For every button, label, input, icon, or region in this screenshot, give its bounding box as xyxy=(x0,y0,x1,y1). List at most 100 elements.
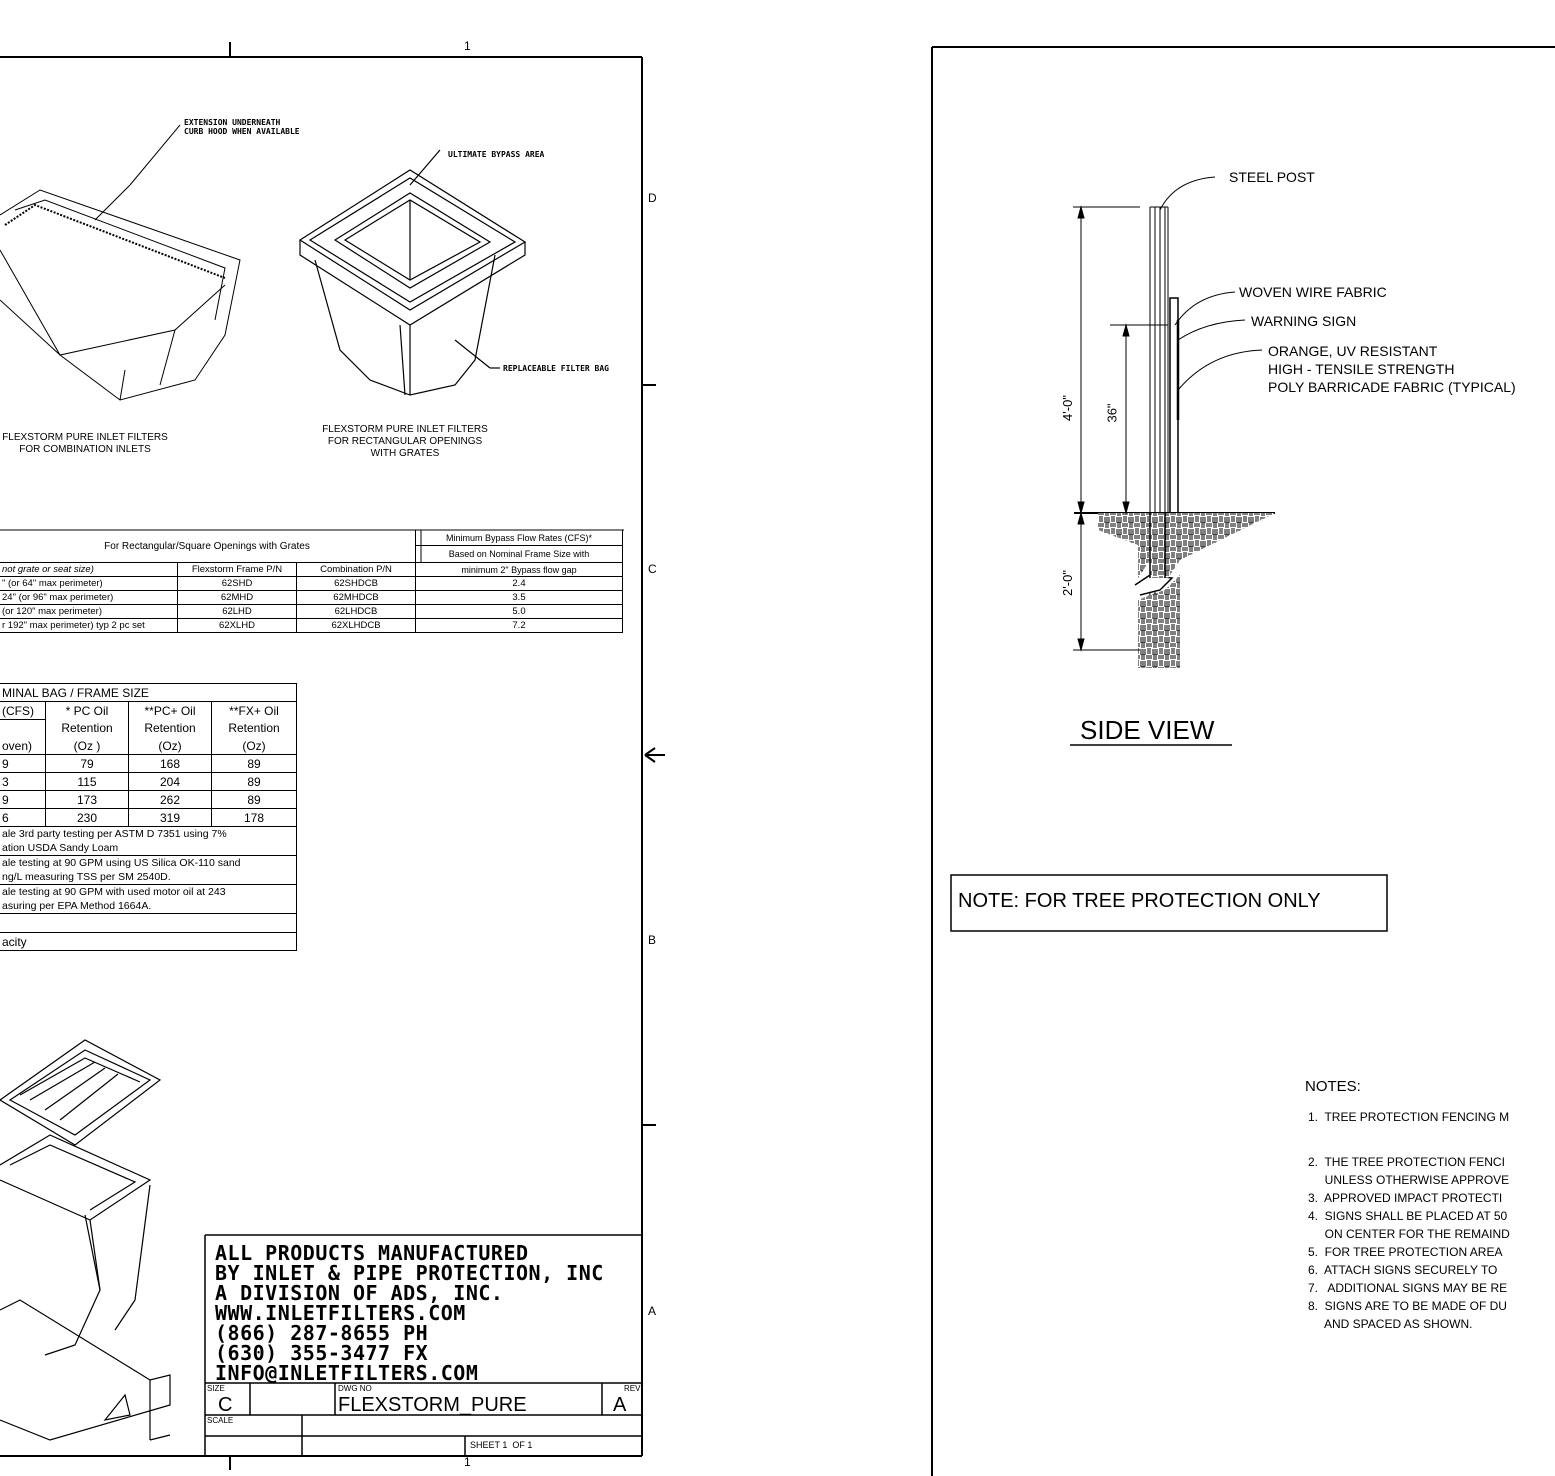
title-line-3: A DIVISION OF ADS, INC. xyxy=(215,1281,504,1305)
table-cell: (or 120" max perimeter) xyxy=(0,604,178,619)
table-cell: 5.0 xyxy=(415,604,623,619)
title-line-4: WWW.INLETFILTERS.COM xyxy=(215,1301,466,1325)
table-cell: 62LHD xyxy=(177,604,297,619)
title-block-text: ALL PRODUCTS MANUFACTURED BY INLET & PIP… xyxy=(215,1243,604,1383)
title-line-5: (866) 287-8655 PH xyxy=(215,1321,429,1345)
note-2: 2. THE TREE PROTECTION FENCI xyxy=(1308,1155,1505,1169)
dim-fabric-height: 36" xyxy=(1104,403,1120,423)
title-line-7: INFO@INLETFILTERS.COM xyxy=(215,1361,479,1385)
dwg-label: DWG NO xyxy=(338,1384,372,1393)
table2-h2-2: Retention xyxy=(128,719,212,737)
dwg-value: FLEXSTORM_PURE xyxy=(338,1394,527,1416)
table2-h2-0 xyxy=(0,719,46,737)
table-cell: 262 xyxy=(128,790,212,809)
caption-rectangular: FLEXSTORM PURE INLET FILTERS FOR RECTANG… xyxy=(322,424,488,459)
note-box: NOTE: FOR TREE PROTECTION ONLY xyxy=(958,890,1321,912)
title-line-6: (630) 355-3477 FX xyxy=(215,1341,429,1365)
note-4: 4. SIGNS SHALL BE PLACED AT 50 xyxy=(1308,1209,1508,1223)
zone-letter-c: C xyxy=(648,562,657,576)
table2-h1-3: **FX+ Oil xyxy=(211,701,297,720)
dim-height: 4'-0" xyxy=(1059,395,1075,421)
table2-note-8: acity xyxy=(0,932,297,951)
table-row: 24" (or 96" max perimeter) 62MHD 62MHDCB… xyxy=(0,590,623,605)
table1-bypass-header-2: Based on Nominal Frame Size with xyxy=(415,545,623,563)
zone-letter-d: D xyxy=(648,191,657,205)
label-poly-fabric: ORANGE, UV RESISTANT HIGH - TENSILE STRE… xyxy=(1268,343,1516,395)
note-8: 8. SIGNS ARE TO BE MADE OF DU xyxy=(1308,1299,1507,1313)
table-row: 9 79 168 89 xyxy=(0,754,297,773)
table-cell: 62MHDCB xyxy=(296,590,416,605)
table2-h3-0: oven) xyxy=(0,737,46,755)
size-value: C xyxy=(218,1394,233,1416)
note-1: 1. TREE PROTECTION FENCING M xyxy=(1308,1110,1510,1124)
table-cell: 204 xyxy=(128,772,212,791)
table-cell: 89 xyxy=(211,772,297,791)
table2-h1-1: * PC Oil xyxy=(45,701,129,720)
table2-h2-1: Retention xyxy=(45,719,129,737)
table2-note-5: ale testing at 90 GPM with used motor oi… xyxy=(0,884,297,899)
table-row: 3 115 204 89 xyxy=(0,772,297,791)
dim-depth: 2'-0" xyxy=(1059,570,1075,596)
note-5: 5. FOR TREE PROTECTION AREA xyxy=(1308,1245,1503,1259)
table-cell: 6 xyxy=(0,808,46,827)
table2-h2-3: Retention xyxy=(211,719,297,737)
table-cell: 173 xyxy=(45,790,129,809)
table2-h1-0: (CFS) xyxy=(0,701,46,720)
table-cell: 3.5 xyxy=(415,590,623,605)
table-cell: 62XLHD xyxy=(177,618,297,633)
size-label: SIZE xyxy=(207,1384,225,1393)
callout-bypass: ULTIMATE BYPASS AREA xyxy=(448,150,545,159)
caption-combination: FLEXSTORM PURE INLET FILTERS FOR COMBINA… xyxy=(2,432,168,455)
table-cell: 79 xyxy=(45,754,129,773)
table2-note-2: ation USDA Sandy Loam xyxy=(0,841,297,856)
table-cell: r 192" max perimeter) typ 2 pc set xyxy=(0,618,178,633)
table-row: 6 230 319 178 xyxy=(0,808,297,827)
label-warning-sign: WARNING SIGN xyxy=(1251,313,1357,329)
label-steel-post: STEEL POST xyxy=(1229,169,1315,185)
table-cell: 9 xyxy=(0,790,46,809)
table2-note-6: asuring per EPA Method 1664A. xyxy=(0,899,297,914)
table-cell: 62XLHDCB xyxy=(296,618,416,633)
table-cell: 62LHDCB xyxy=(296,604,416,619)
table-cell: 230 xyxy=(45,808,129,827)
zone-number-top: 1 xyxy=(464,39,471,53)
table-cell: 168 xyxy=(128,754,212,773)
callout-extension: EXTENSION UNDERNEATH CURB HOOD WHEN AVAI… xyxy=(184,118,300,136)
table-cell: 24" (or 96" max perimeter) xyxy=(0,590,178,605)
note-2-cont: UNLESS OTHERWISE APPROVE xyxy=(1308,1173,1510,1187)
table1-title: For Rectangular/Square Openings with Gra… xyxy=(0,530,416,563)
zone-letter-a: A xyxy=(648,1304,657,1318)
table1-col-size: not grate or seat size) xyxy=(0,562,178,577)
table2-h3-1: (Oz ) xyxy=(45,737,129,755)
table-cell: 178 xyxy=(211,808,297,827)
table-cell: 62SHDCB xyxy=(296,576,416,591)
table-cell: 2.4 xyxy=(415,576,623,591)
table2-h3-3: (Oz) xyxy=(211,737,297,755)
view-title: SIDE VIEW xyxy=(1080,715,1215,745)
title-line-2: BY INLET & PIPE PROTECTION, INC xyxy=(215,1261,604,1285)
zone-number-bottom: 1 xyxy=(464,1455,471,1469)
notes-title: NOTES: xyxy=(1305,1078,1361,1095)
table-cell: 3 xyxy=(0,772,46,791)
table-cell: 62SHD xyxy=(177,576,297,591)
table-cell: 7.2 xyxy=(415,618,623,633)
table-row: (or 120" max perimeter) 62LHD 62LHDCB 5.… xyxy=(0,604,623,619)
table2-title: MINAL BAG / FRAME SIZE xyxy=(0,683,297,702)
table-row: r 192" max perimeter) typ 2 pc set 62XLH… xyxy=(0,618,623,633)
note-3: 3. APPROVED IMPACT PROTECTI xyxy=(1308,1191,1503,1205)
bypass-flow-table: For Rectangular/Square Openings with Gra… xyxy=(0,530,623,633)
note-6: 6. ATTACH SIGNS SECURELY TO xyxy=(1308,1263,1498,1277)
table2-h3-2: (Oz) xyxy=(128,737,212,755)
table1-col-bypass: minimum 2" Bypass flow gap xyxy=(415,562,623,577)
table-cell: 89 xyxy=(211,790,297,809)
table2-note-7 xyxy=(0,913,297,933)
note-7: 7. ADDITIONAL SIGNS MAY BE RE xyxy=(1308,1281,1508,1295)
table2-note-1: ale 3rd party testing per ASTM D 7351 us… xyxy=(0,826,297,841)
oil-retention-table: MINAL BAG / FRAME SIZE (CFS) * PC Oil **… xyxy=(0,683,297,951)
table2-note-3: ale testing at 90 GPM using US Silica OK… xyxy=(0,855,297,870)
note-4-cont: ON CENTER FOR THE REMAIND xyxy=(1308,1227,1510,1241)
table1-bypass-header-1: Minimum Bypass Flow Rates (CFS)* xyxy=(415,530,623,547)
sheet-number: SHEET 1 OF 1 xyxy=(470,1440,533,1450)
rev-value: A xyxy=(613,1394,627,1416)
